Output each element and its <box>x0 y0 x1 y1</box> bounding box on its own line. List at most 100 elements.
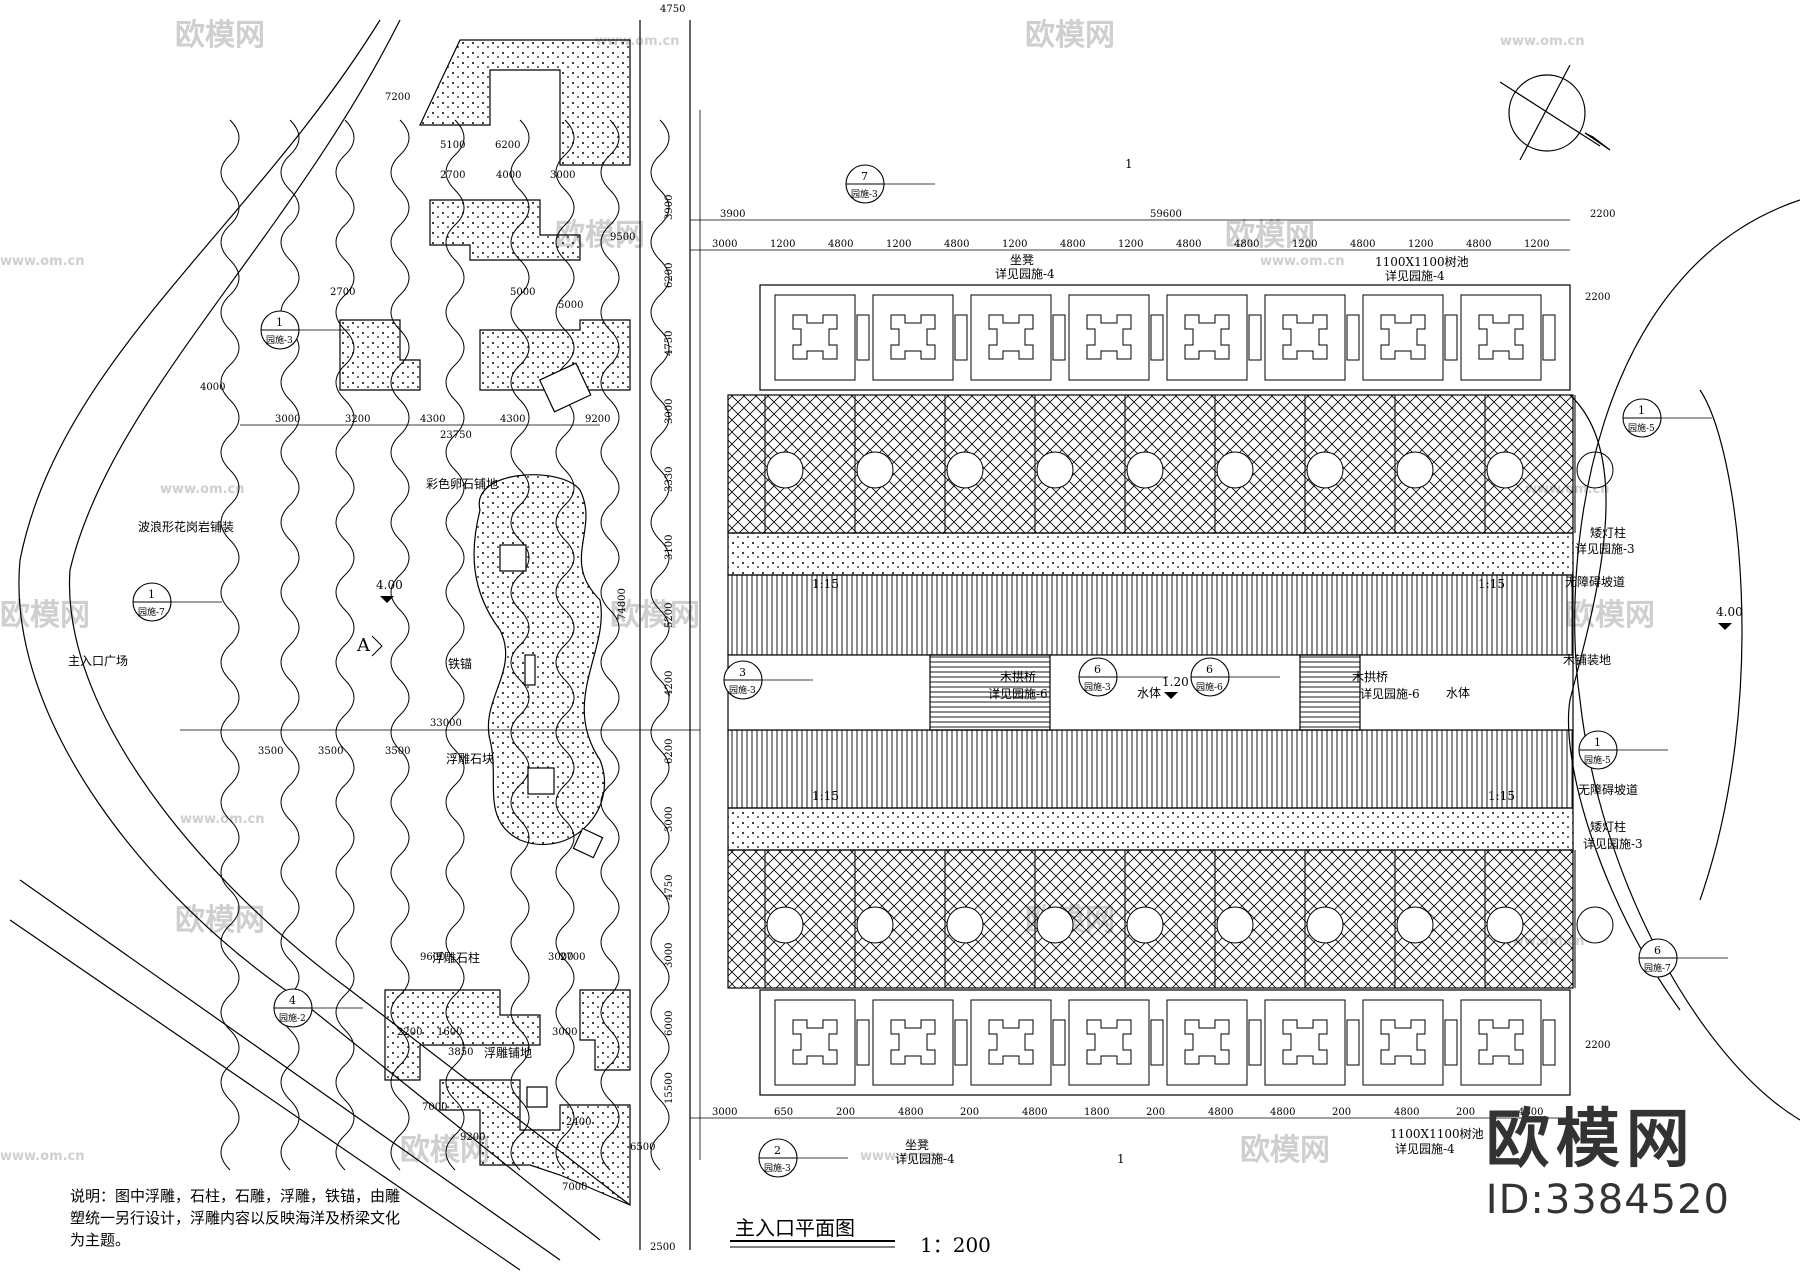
dimension-top-segment: 1200 <box>886 239 911 250</box>
watermark-text: 欧模网 <box>1240 1133 1330 1168</box>
dimension-left-vertical: 3100 <box>664 535 675 560</box>
label-pool-bottom: 1100X1100树池 <box>1390 1126 1484 1141</box>
label-water-right: 水体 <box>1446 686 1470 700</box>
drawing-scale: 1：200 <box>920 1233 991 1257</box>
dimension-garden-top: 5000 <box>558 300 583 311</box>
tree-pool-icon <box>1216 906 1254 944</box>
watermark-url: www.om.cn <box>1500 34 1585 49</box>
label-pool-top-ref: 详见园施-4 <box>1385 268 1445 283</box>
tree-pool-icon <box>946 906 984 944</box>
label-slope-bottom-left: 1:15 <box>812 789 839 803</box>
label-bridge-left: 木拱桥 <box>1000 670 1036 684</box>
callout-number: 6 <box>1206 663 1213 676</box>
bench-seat <box>1444 1019 1458 1066</box>
watermark-url: www.om.cn <box>0 1149 85 1164</box>
label-bridge-left-ref: 详见园施-6 <box>988 686 1048 701</box>
tree-pool-icon <box>1036 906 1074 944</box>
bench-seat <box>1346 314 1360 361</box>
bench-unit <box>1068 999 1150 1086</box>
bench-seat <box>1444 314 1458 361</box>
label-water-left: 水体 <box>1137 686 1161 700</box>
dimension-top-segment: 4800 <box>1176 239 1201 250</box>
label-elevation-right: 4.00 <box>1716 605 1743 619</box>
dimension-top-segment: 1200 <box>1002 239 1027 250</box>
tree-pool-icon <box>1486 906 1524 944</box>
callout-number: 1 <box>1594 736 1601 749</box>
dimension-right-vertical: 2200 <box>1585 292 1610 303</box>
label-barrier-free-top: 无障碍坡道 <box>1565 574 1625 589</box>
dimension-total-top: 59600 <box>1150 209 1182 220</box>
bench-seat <box>1150 1019 1164 1066</box>
tree-pool-icon <box>1306 451 1344 489</box>
tree-pool-icon <box>766 906 804 944</box>
dimension-garden-top: 9500 <box>610 232 635 243</box>
wave-line <box>650 119 670 1171</box>
watermark-url: www.om.cn <box>1260 254 1345 269</box>
dimension-overall-height: 74800 <box>617 588 628 620</box>
dimension-left-vertical: 4750 <box>664 331 675 356</box>
tree-pool-icon <box>1486 451 1524 489</box>
callout-number: 6 <box>1094 663 1101 676</box>
callout-reference: 园施-3 <box>764 1162 791 1174</box>
dimension-top-segment: 4800 <box>1466 239 1491 250</box>
dimension-garden-bottom: 9200 <box>460 1132 485 1143</box>
planter-cross-icon <box>1282 314 1328 360</box>
dimension-garden-top: 4300 <box>420 414 445 425</box>
bench-seat <box>856 1019 870 1066</box>
bench-unit <box>1068 294 1150 381</box>
dimension-garden-top: 4000 <box>496 170 521 181</box>
planter-cross-icon <box>1380 1019 1426 1065</box>
dimension-garden-top: 4300 <box>500 414 525 425</box>
dimension-garden-bottom: 7000 <box>562 1182 587 1193</box>
dimension-top-segment: 4800 <box>1060 239 1085 250</box>
dimension-left-vertical: 6200 <box>664 263 675 288</box>
label-section-a: A <box>356 635 371 656</box>
watermark-url: www.om.cn <box>0 254 85 269</box>
planter-cross-icon <box>792 314 838 360</box>
dimension-top-segment: 1200 <box>1118 239 1143 250</box>
dimension-garden-top: 2700 <box>330 287 355 298</box>
bench-seat <box>954 1019 968 1066</box>
dimension-left-vertical: 3900 <box>664 195 675 220</box>
callout-reference: 园施-3 <box>266 334 293 346</box>
bench-seat <box>1248 1019 1262 1066</box>
tree-pool-icon <box>1126 451 1164 489</box>
dimension-garden-bottom: 2400 <box>566 1117 591 1128</box>
bench-unit <box>774 999 856 1086</box>
dimension-bottom-segment: 4800 <box>1270 1107 1295 1118</box>
dimension-garden-top: 3000 <box>275 414 300 425</box>
dimension-top-right: 2200 <box>1590 209 1615 220</box>
label-bridge-right-ref: 详见园施-6 <box>1360 686 1420 701</box>
dimension-bottom-segment: 3000 <box>712 1107 737 1118</box>
dimension-top-segment: 4800 <box>828 239 853 250</box>
bench-seat <box>1052 314 1066 361</box>
tree-pool-icon <box>1216 451 1254 489</box>
brand-id: ID:3384520 <box>1485 1177 1730 1223</box>
dimension-garden-bottom: 7000 <box>422 1102 447 1113</box>
dimension-garden-bottom: 2700 <box>560 952 585 963</box>
dimension-garden-bottom: 3850 <box>448 1047 473 1058</box>
label-anchor: 铁锚 <box>448 656 472 671</box>
garden-beds-bottom <box>384 989 631 1206</box>
label-sculpture-paving: 浮雕铺地 <box>484 1045 532 1060</box>
bench-seat <box>1150 314 1164 361</box>
label-bench-top-ref: 详见园施-4 <box>995 266 1055 281</box>
dimension-left-vertical: 3000 <box>664 943 675 968</box>
dimension-garden-bottom: 2200 <box>397 1027 422 1038</box>
dimension-top-segment: 4800 <box>944 239 969 250</box>
wave-line <box>220 119 240 1171</box>
bench-unit <box>1362 294 1444 381</box>
label-plaza: 主入口广场 <box>68 654 128 668</box>
tree-pool-icon <box>856 906 894 944</box>
dimension-left-vertical: 5200 <box>664 603 675 628</box>
dimension-bottom-segment: 200 <box>1332 1107 1351 1118</box>
dimension-overall-width: 33000 <box>430 718 462 729</box>
planter-cross-icon <box>1380 314 1426 360</box>
planter-cross-icon <box>890 1019 936 1065</box>
callout-number: 2 <box>774 1144 781 1157</box>
label-pool-top: 1100X1100树池 <box>1375 254 1469 269</box>
dimension-bottom-segment: 200 <box>960 1107 979 1118</box>
bench-unit <box>970 294 1052 381</box>
dimension-lines <box>180 110 1570 1160</box>
label-lamp-post-bottom-ref: 详见园施-3 <box>1583 836 1643 851</box>
